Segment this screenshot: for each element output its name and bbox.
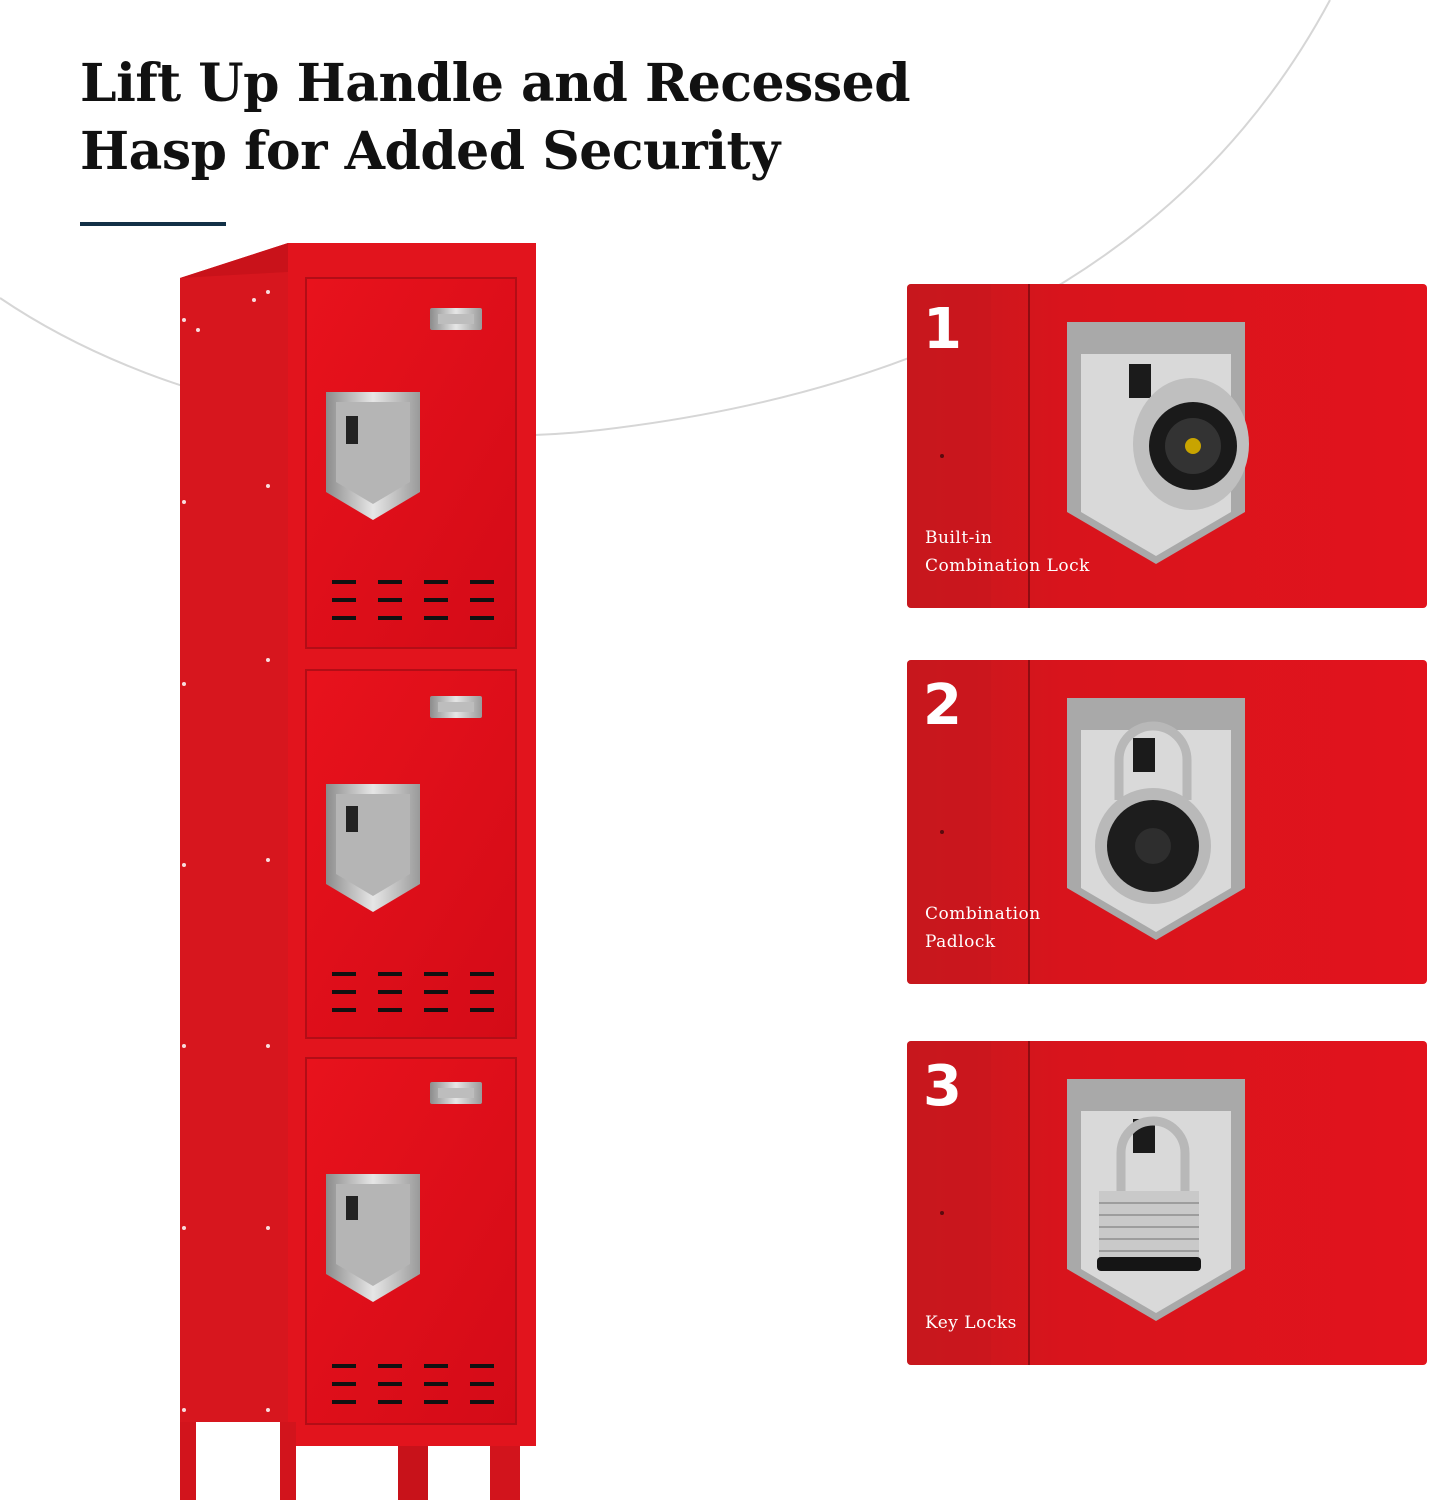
locker-side-panel [180,243,288,1422]
panel-label: Key Locks [925,1313,1017,1333]
combination-padlock-icon [1095,721,1211,904]
keyed-padlock-icon [1097,1116,1201,1271]
page-title-line-1: Lift Up Handle and Recessed [80,53,911,114]
locker-leg [398,1445,428,1500]
lock-option-panel-2: 2 Combination Padlock [907,660,1427,984]
lock-option-panel-3: 3 Key Locks [907,1041,1427,1365]
dial-combination-lock-icon [1133,378,1249,510]
page-title: Lift Up Handle and Recessed Hasp for Add… [80,50,980,186]
locker-door-bottom [305,1057,517,1425]
panel-number: 1 [923,297,962,362]
panel-number: 2 [923,673,962,738]
page-title-line-2: Hasp for Added Security [80,121,780,182]
panel-label: Combination Padlock [925,904,1041,952]
panel-label: Built-in Combination Lock [925,528,1090,576]
locker-door-middle [305,669,517,1039]
locker-leg [280,1422,296,1500]
locker-leg [180,1422,196,1500]
panel-number: 3 [923,1054,962,1119]
lock-option-panel-1: 1 Built-in Combination Lock [907,284,1427,608]
locker-door-top [305,277,517,649]
title-accent-rule [80,222,226,226]
locker-illustration [180,243,536,1500]
